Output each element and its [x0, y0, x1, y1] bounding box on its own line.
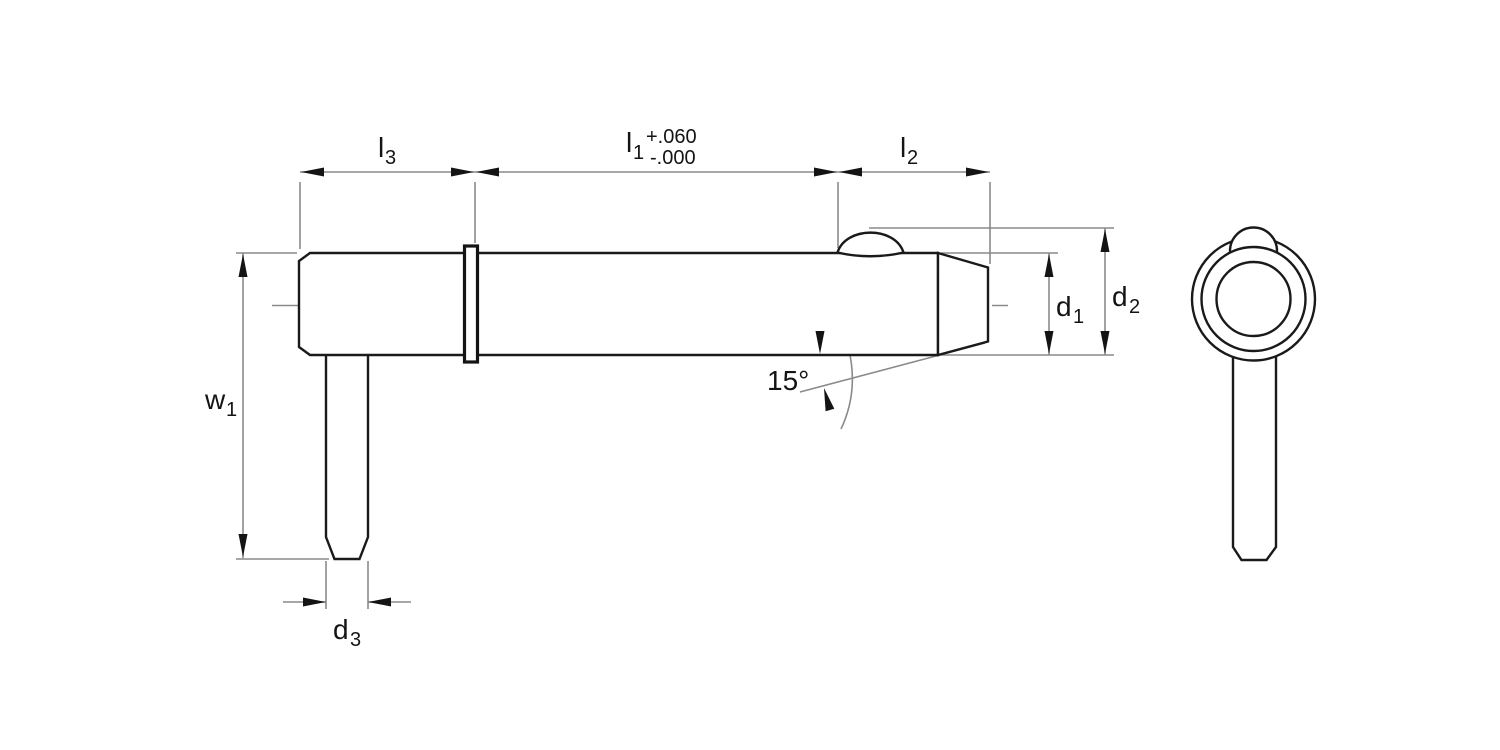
label-d1-sub: 1: [1073, 306, 1084, 328]
label-d2-base: d: [1112, 281, 1128, 312]
arrow-l1-left: [476, 167, 499, 177]
arrow-w1-bottom: [238, 534, 248, 557]
label-l1-sub: 1: [633, 142, 644, 164]
label-angle: 15°: [767, 365, 809, 396]
pin-tip: [936, 251, 990, 357]
arrow-angle-upper: [815, 331, 825, 354]
arrow-l2-left: [839, 167, 862, 177]
arrow-d1-bottom: [1044, 331, 1054, 354]
label-l1-tolerance-plus: +.060: [646, 126, 697, 148]
arrow-w1-top: [238, 254, 248, 277]
label-l2-sub: 2: [907, 147, 918, 169]
pin-body: [297, 251, 940, 357]
dimension-labels: l 3 l 1 +.060 -.000 l 2 w 1 d 3 d 1 d 2 …: [204, 126, 1140, 651]
label-d2-sub: 2: [1129, 296, 1140, 318]
label-l3-sub: 3: [385, 147, 396, 169]
arrow-d2-bottom: [1100, 331, 1110, 354]
arrow-d3-right: [368, 597, 391, 607]
arrow-d1-top: [1044, 254, 1054, 277]
arrow-l3-left: [301, 167, 324, 177]
handle-leg-end: [1231, 338, 1278, 562]
label-l3-base: l: [378, 132, 384, 163]
label-w1-sub: 1: [226, 399, 237, 421]
label-l1-base: l: [626, 127, 632, 158]
end-view: [1190, 226, 1317, 562]
arrow-d2-top: [1100, 229, 1110, 252]
end-view-shank-circle: [1215, 260, 1292, 338]
label-l2-base: l: [900, 132, 906, 163]
arrow-l1-right: [814, 167, 837, 177]
arrowheads: [238, 167, 1110, 607]
label-d1-base: d: [1056, 291, 1072, 322]
label-d3-base: d: [333, 614, 349, 645]
side-view: [297, 231, 990, 561]
arrow-d3-left: [303, 597, 326, 607]
label-w1-base: w: [204, 384, 226, 415]
label-l1-tolerance-minus: -.000: [650, 147, 696, 169]
arrow-l3-right: [451, 167, 474, 177]
handle-leg-side: [324, 350, 370, 561]
arrow-l2-right: [966, 167, 989, 177]
collar-ring: [462, 244, 480, 364]
label-d3-sub: 3: [350, 629, 361, 651]
arrow-angle-lower: [824, 388, 835, 412]
detent-ball: [835, 231, 906, 258]
